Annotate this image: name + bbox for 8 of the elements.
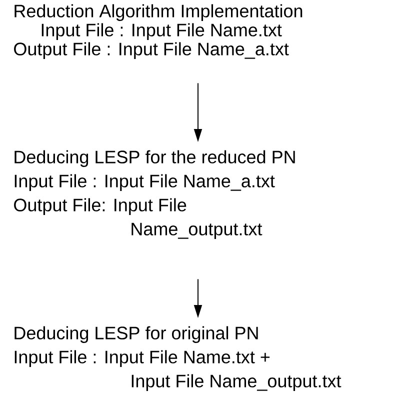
- text-line: Output File : Input File Name_a.txt: [14, 42, 289, 59]
- text-line: Reduction Algorithm Implementation: [14, 4, 302, 21]
- text-line: Input File : Input File Name_a.txt: [14, 174, 275, 191]
- text-line: Input File : Input File Name.txt + Input File Name_output.txt: [14, 350, 342, 391]
- text-line: Deducing LESP for the reduced PN: [14, 150, 295, 167]
- text-line: Input File : Input File Name.txt: [42, 23, 282, 40]
- text-line: Deducing LESP for original PN: [14, 326, 258, 343]
- text-line: Output File: Input File Name_output.txt: [14, 198, 262, 239]
